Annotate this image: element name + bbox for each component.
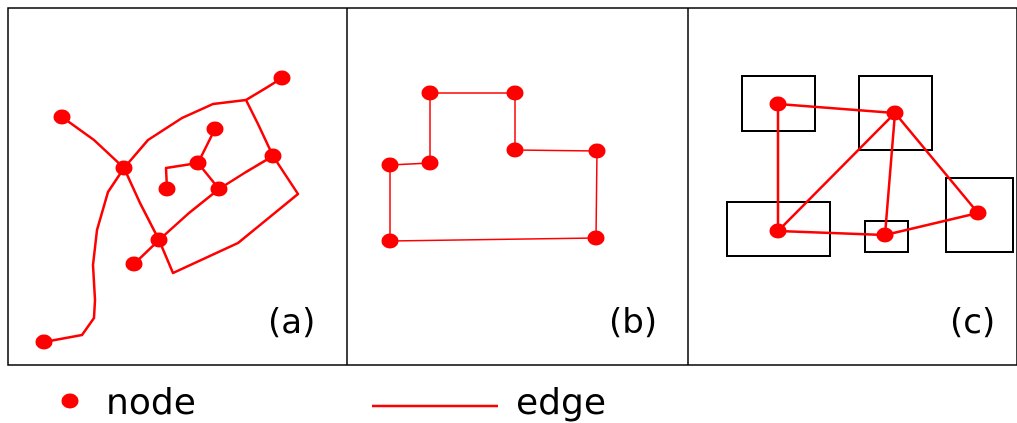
edge (776, 102, 897, 115)
edge (776, 229, 887, 237)
legend-edge-label: edge (516, 382, 606, 423)
panel-c-edges (776, 102, 980, 237)
node (876, 227, 894, 243)
panel-c-boxes (726, 75, 1014, 257)
edge (883, 211, 980, 237)
panel-a-label: (a) (268, 302, 315, 342)
edge (122, 76, 284, 170)
outer-border (7, 7, 1017, 366)
edge (883, 111, 897, 237)
node (206, 121, 224, 137)
edge (893, 111, 980, 215)
node (506, 142, 524, 158)
node (969, 205, 987, 221)
legend: node edge (61, 382, 606, 423)
panel-a: (a) (35, 70, 315, 350)
edge (122, 166, 161, 242)
panel-b-nodes (381, 85, 606, 249)
node (189, 155, 207, 171)
node (35, 334, 53, 350)
node (381, 233, 399, 249)
region-box (858, 75, 933, 151)
region-box (945, 177, 1014, 253)
edge (217, 154, 275, 191)
node (769, 223, 787, 239)
node (421, 155, 439, 171)
node (506, 85, 524, 101)
node (150, 232, 168, 248)
edge (60, 115, 126, 170)
node (273, 70, 291, 86)
node (115, 160, 133, 176)
node (264, 148, 282, 164)
node (158, 181, 176, 197)
panel-a-nodes (35, 70, 291, 350)
edge (776, 111, 897, 233)
panel-c-nodes (769, 96, 987, 243)
panel-b: (b) (381, 85, 657, 342)
panel-b-label: (b) (609, 302, 657, 342)
panel-c-label: (c) (950, 302, 995, 342)
edge (244, 98, 275, 158)
node (421, 85, 439, 101)
node (53, 109, 71, 125)
edge (157, 154, 300, 275)
figure-frame (7, 7, 1017, 366)
node (125, 256, 143, 272)
edge (389, 92, 598, 242)
node (587, 230, 605, 246)
edge (42, 166, 126, 344)
node (588, 143, 606, 159)
legend-node-marker (61, 393, 79, 409)
node (381, 157, 399, 173)
node (769, 96, 787, 112)
panel-a-edges (42, 76, 300, 344)
legend-node-label: node (106, 382, 196, 423)
panel-c: (c) (726, 75, 1014, 342)
node (886, 105, 904, 121)
edge (157, 187, 221, 242)
node (210, 181, 228, 197)
